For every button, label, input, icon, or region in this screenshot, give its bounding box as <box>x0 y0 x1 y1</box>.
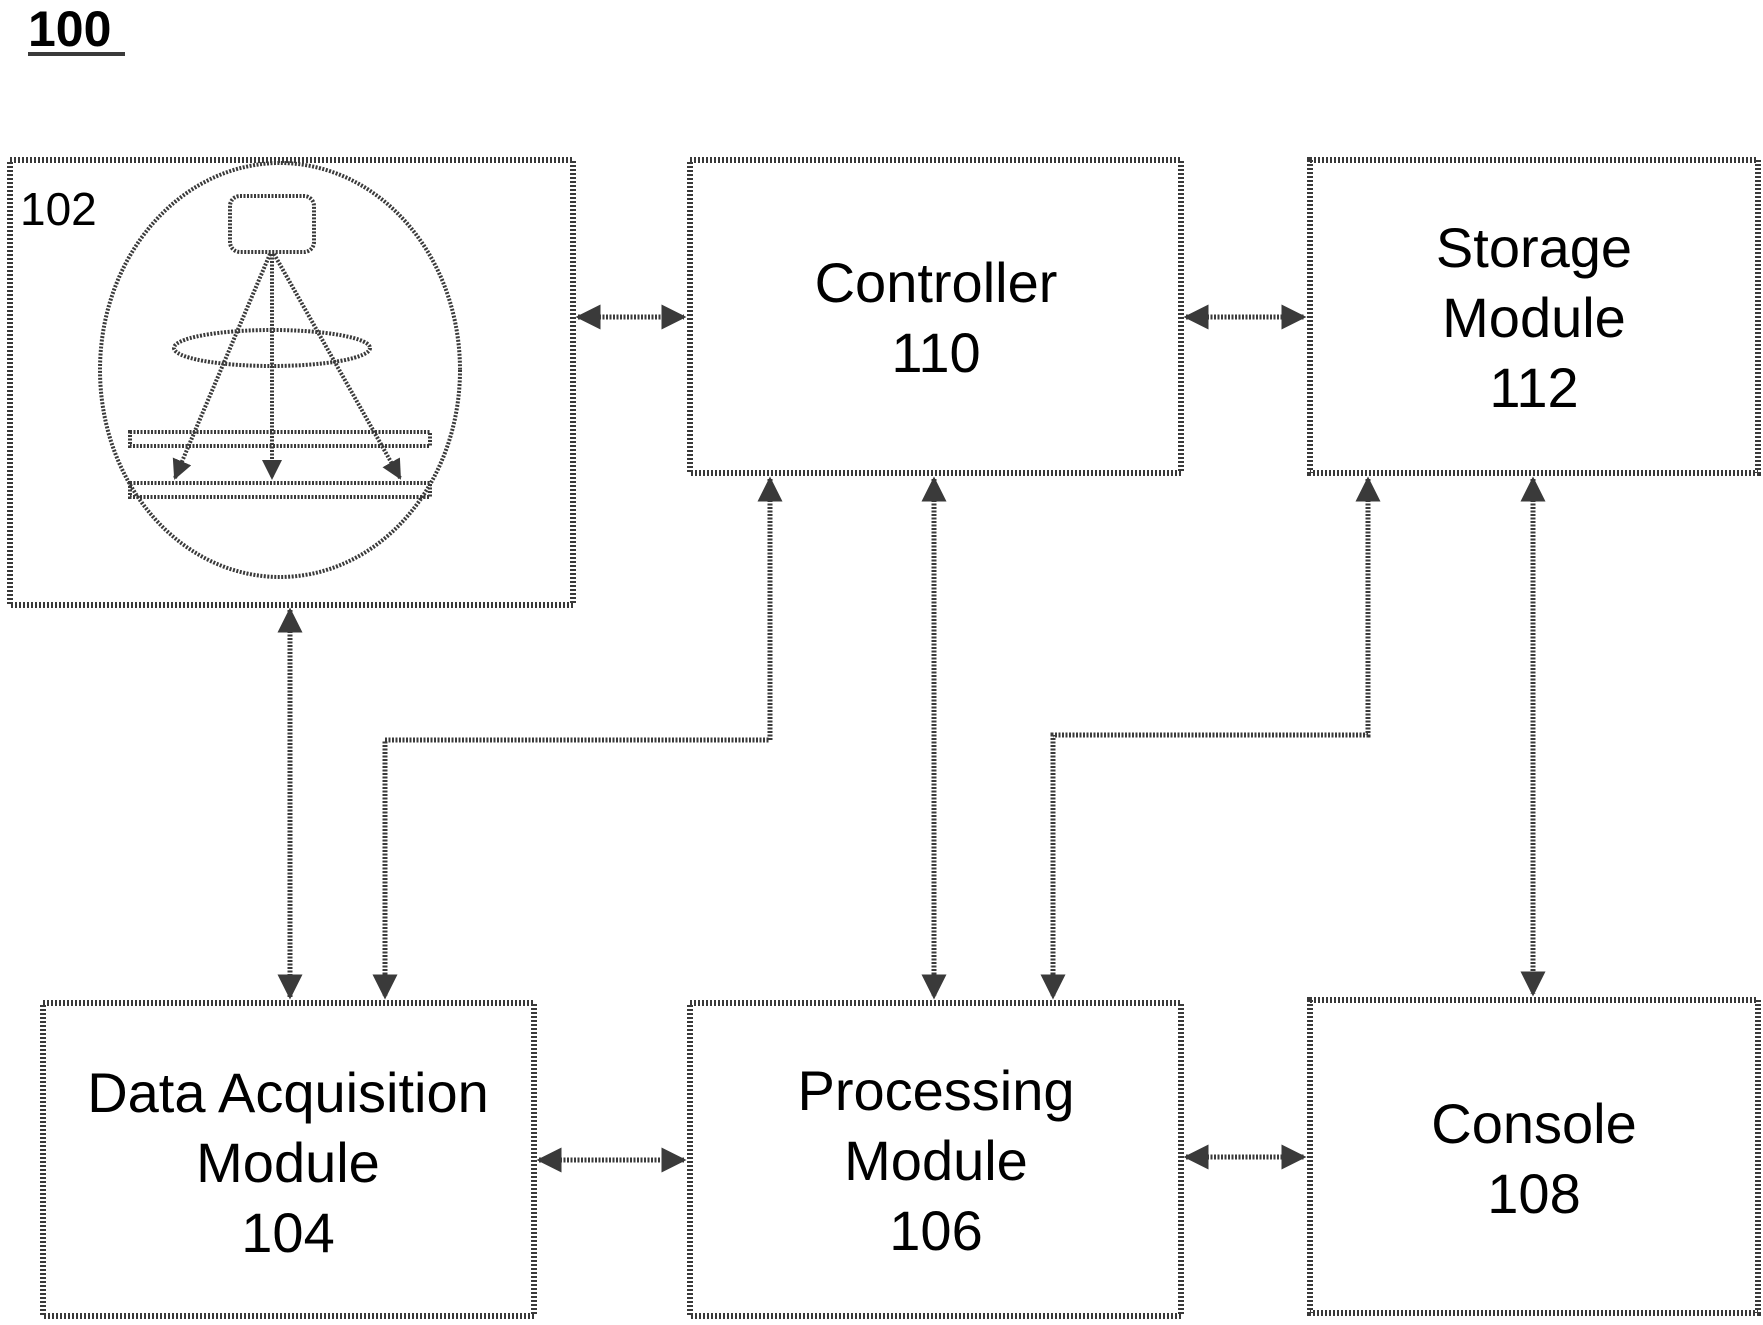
controller-title: Controller <box>815 251 1058 314</box>
data-acquisition-block: Data Acquisition Module 104 <box>43 1003 534 1316</box>
scanner-ref-label: 102 <box>20 183 97 235</box>
acquisition-title-line2: Module <box>196 1131 380 1194</box>
processing-ref: 106 <box>889 1199 982 1262</box>
processing-title-line1: Processing <box>797 1059 1074 1122</box>
processing-title-line2: Module <box>844 1129 1028 1192</box>
storage-title-line2: Module <box>1442 286 1626 349</box>
acquisition-title-line1: Data Acquisition <box>87 1061 489 1124</box>
storage-title-line1: Storage <box>1436 216 1632 279</box>
acquisition-ref: 104 <box>241 1201 334 1264</box>
scanner-block: 102 <box>10 160 573 605</box>
figure-label: 100 <box>28 1 111 57</box>
console-title: Console <box>1431 1092 1636 1155</box>
console-block: Console 108 <box>1310 1000 1758 1313</box>
console-ref: 108 <box>1487 1162 1580 1225</box>
storage-processing-arrow <box>1053 479 1368 997</box>
storage-ref: 112 <box>1489 356 1578 419</box>
processing-module-block: Processing Module 106 <box>690 1003 1181 1316</box>
controller-ref: 110 <box>891 321 980 384</box>
storage-module-block: Storage Module 112 <box>1310 160 1758 473</box>
controller-block: Controller 110 <box>690 160 1181 473</box>
